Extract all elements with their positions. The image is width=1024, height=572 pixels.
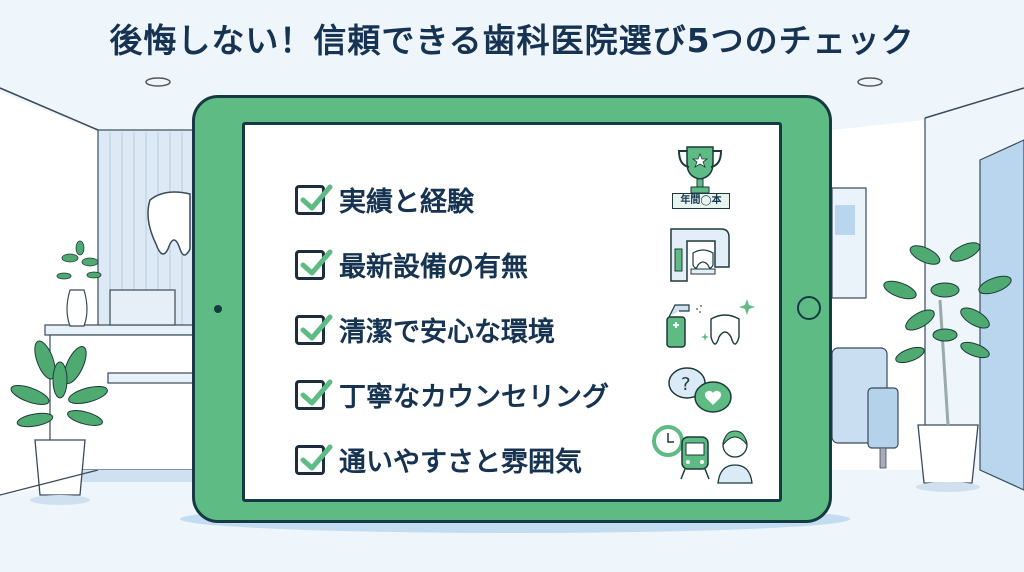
checkmark-icon — [300, 444, 333, 470]
checklist-item-label: 丁寧なカウンセリング — [339, 382, 609, 413]
checklist-item-label: 清潔で安心な環境 — [339, 317, 555, 348]
checkmark-icon — [300, 184, 333, 210]
trophy-caption: 年間◯本 — [672, 193, 730, 209]
checklist-item-label: 最新設備の有無 — [339, 252, 528, 283]
checkbox-checked[interactable] — [295, 379, 333, 410]
checkbox-checked[interactable] — [295, 314, 333, 345]
checklist-item: 実績と経験 — [295, 167, 609, 232]
trophy-icon: 年間◯本 — [665, 143, 735, 213]
checkmark-icon — [300, 314, 333, 340]
checklist-item-label: 通いやすさと雰囲気 — [339, 447, 582, 478]
checkbox-checked[interactable] — [295, 184, 333, 215]
speech-bubbles-icon: ? — [663, 363, 743, 423]
tablet-screen: 実績と経験 最新設備の有無 清潔で安心な環境 丁寧なカウンセリング — [242, 122, 782, 502]
svg-text:?: ? — [681, 374, 691, 395]
tablet-camera — [214, 305, 222, 313]
checklist-item: 最新設備の有無 — [295, 232, 609, 297]
checkbox-checked[interactable] — [295, 249, 333, 280]
checkbox-checked[interactable] — [295, 444, 333, 475]
checkmark-icon — [300, 379, 333, 405]
checkmark-icon — [300, 249, 333, 275]
checklist-item: 通いやすさと雰囲気 — [295, 427, 609, 492]
dental-xray-machine-icon — [667, 225, 737, 287]
clock-train-staff-icon — [650, 423, 760, 489]
checklist-item: 丁寧なカウンセリング — [295, 362, 609, 427]
page-title: 後悔しない！信頼できる歯科医院選び5つのチェック — [109, 21, 915, 60]
checklist: 実績と経験 最新設備の有無 清潔で安心な環境 丁寧なカウンセリング — [295, 167, 609, 492]
tablet-home-button[interactable] — [797, 296, 821, 320]
disinfectant-spray-tooth-icon — [655, 295, 755, 359]
tablet-frame: 実績と経験 最新設備の有無 清潔で安心な環境 丁寧なカウンセリング — [192, 95, 832, 523]
checklist-item-label: 実績と経験 — [339, 187, 474, 218]
checklist-item: 清潔で安心な環境 — [295, 297, 609, 362]
